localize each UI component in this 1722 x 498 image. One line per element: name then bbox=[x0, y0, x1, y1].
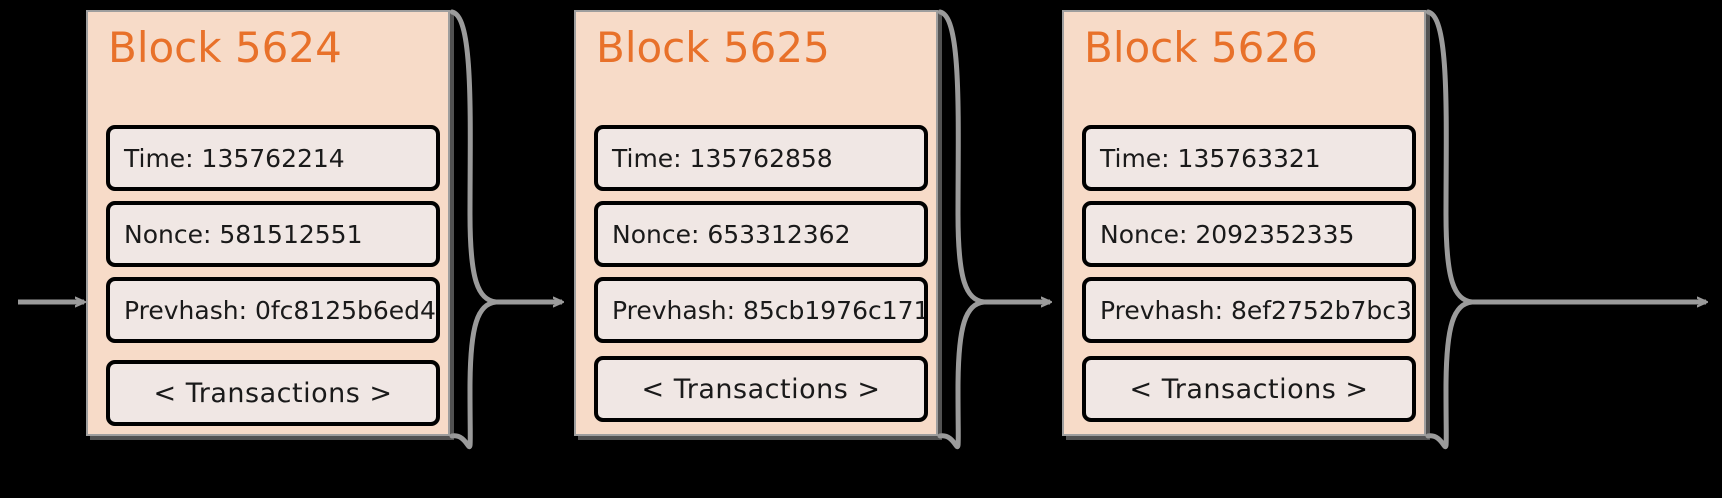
block-title: Block 5626 bbox=[1084, 23, 1318, 72]
block-title: Block 5625 bbox=[596, 23, 830, 72]
block-field-prevhash: Prevhash: 85cb1976c171 bbox=[594, 277, 928, 343]
block-title: Block 5624 bbox=[108, 23, 342, 72]
block-field-time: Time: 135763321 bbox=[1082, 125, 1416, 191]
block-field-transactions[interactable]: < Transactions > bbox=[594, 356, 928, 422]
block-field-transactions[interactable]: < Transactions > bbox=[106, 360, 440, 426]
block-field-prevhash: Prevhash: 8ef2752b7bc3 bbox=[1082, 277, 1416, 343]
block-field-nonce: Nonce: 2092352335 bbox=[1082, 201, 1416, 267]
block-card-5624[interactable]: Block 5624 Time: 135762214 Nonce: 581512… bbox=[86, 10, 450, 436]
block-field-prevhash: Prevhash: 0fc8125b6ed4 bbox=[106, 277, 440, 343]
block-field-nonce: Nonce: 581512551 bbox=[106, 201, 440, 267]
block-field-transactions[interactable]: < Transactions > bbox=[1082, 356, 1416, 422]
block-field-nonce: Nonce: 653312362 bbox=[594, 201, 928, 267]
link-arrow-5624-5625 bbox=[449, 9, 562, 450]
block-card-5626[interactable]: Block 5626 Time: 135763321 Nonce: 209235… bbox=[1062, 10, 1426, 436]
outbound-arrow bbox=[1425, 9, 1706, 450]
block-card-5625[interactable]: Block 5625 Time: 135762858 Nonce: 653312… bbox=[574, 10, 938, 436]
block-field-time: Time: 135762214 bbox=[106, 125, 440, 191]
link-arrow-5625-5626 bbox=[937, 9, 1050, 450]
block-field-time: Time: 135762858 bbox=[594, 125, 928, 191]
